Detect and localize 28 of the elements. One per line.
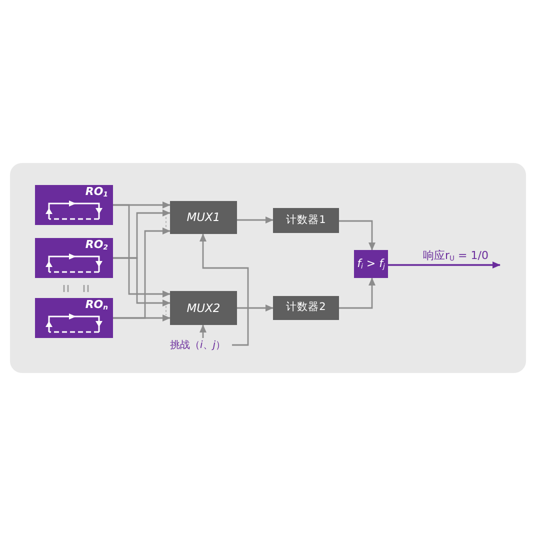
counter-box <box>273 296 339 320</box>
oscillator-label: RO$_{n}$ <box>85 299 108 311</box>
connector-arrow <box>113 204 170 298</box>
output-arrow <box>388 262 500 268</box>
oscillator-box <box>35 298 113 338</box>
connector-arrow <box>113 257 170 306</box>
oscillator-label: RO$_{2}$ <box>85 239 108 251</box>
connector-arrow <box>237 304 274 312</box>
connector-arrow <box>339 220 376 250</box>
comparator-label: f$_{i}$ > f$_{j}$ <box>357 258 385 270</box>
multiplexer-box <box>170 201 237 234</box>
oscillator-label: RO$_{1}$ <box>85 186 108 198</box>
counter-box <box>273 208 339 233</box>
counter-label: 计数器2 <box>286 302 326 314</box>
comparator-box <box>354 250 388 278</box>
connector-arrow <box>339 278 376 309</box>
connector-arrow <box>237 216 274 224</box>
connector-arrow <box>200 234 249 346</box>
counter-label: 计数器1 <box>286 214 326 226</box>
connector-arrow <box>200 324 206 338</box>
challenge-label: 挑战（i、j） <box>170 338 232 353</box>
oscillator-box <box>35 185 113 225</box>
edge-label: 响应r$_{U}$ = 1/0 <box>422 249 490 262</box>
oscillator-box <box>35 238 113 278</box>
multiplexer-box <box>170 291 237 325</box>
multiplexer-label: MUX2 <box>186 302 220 314</box>
multiplexer-label: MUX1 <box>186 211 220 224</box>
connector-arrow <box>113 314 170 322</box>
